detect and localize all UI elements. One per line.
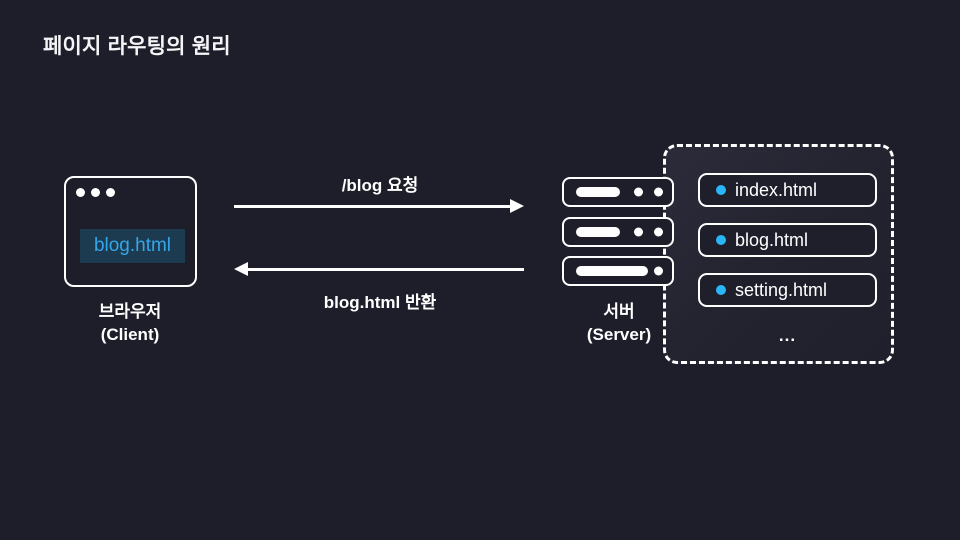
arrow-right-icon [510,199,524,213]
rack-slot-icon [576,266,648,276]
file-item-blog: blog.html [698,223,877,257]
server-rack-unit-icon [562,217,674,247]
rack-led-icon [634,187,643,197]
response-arrow-label: blog.html 반환 [323,293,437,312]
server-node-label: 서버 (Server) [545,300,693,346]
window-dot-icon [76,188,85,197]
file-name: setting.html [735,279,828,300]
server-rack-unit-icon [562,256,674,286]
response-arrow-line [247,268,524,271]
request-arrow-label: /blog 요청 [341,176,419,195]
browser-node-label: 브라우저 (Client) [55,300,205,346]
page-title: 페이지 라우팅의 원리 [43,35,231,58]
rack-slot-icon [576,187,620,197]
arrow-left-icon [234,262,248,276]
server-label-english: (Server) [586,325,652,344]
window-dot-icon [106,188,115,197]
rack-slot-icon [576,227,620,237]
server-rack-icon [562,177,674,287]
rack-led-icon [654,227,663,237]
rack-led-icon [654,187,663,197]
rack-led-icon [654,266,663,276]
file-bullet-icon [716,185,726,195]
file-name: blog.html [735,229,809,250]
server-label-korean: 서버 [603,302,635,321]
request-arrow-line [234,205,511,208]
file-bullet-icon [716,285,726,295]
file-name: index.html [735,179,818,200]
window-controls-icon [76,188,115,197]
window-dot-icon [91,188,100,197]
more-files-ellipsis: ... [778,326,797,345]
browser-window-icon: blog.html [64,176,197,287]
browser-label-korean: 브라우저 [98,302,162,321]
browser-current-page-badge: blog.html [80,229,185,263]
file-bullet-icon [716,235,726,245]
browser-label-english: (Client) [100,325,160,344]
server-rack-unit-icon [562,177,674,207]
rack-led-icon [634,227,643,237]
file-item-index: index.html [698,173,877,207]
file-item-setting: setting.html [698,273,877,307]
